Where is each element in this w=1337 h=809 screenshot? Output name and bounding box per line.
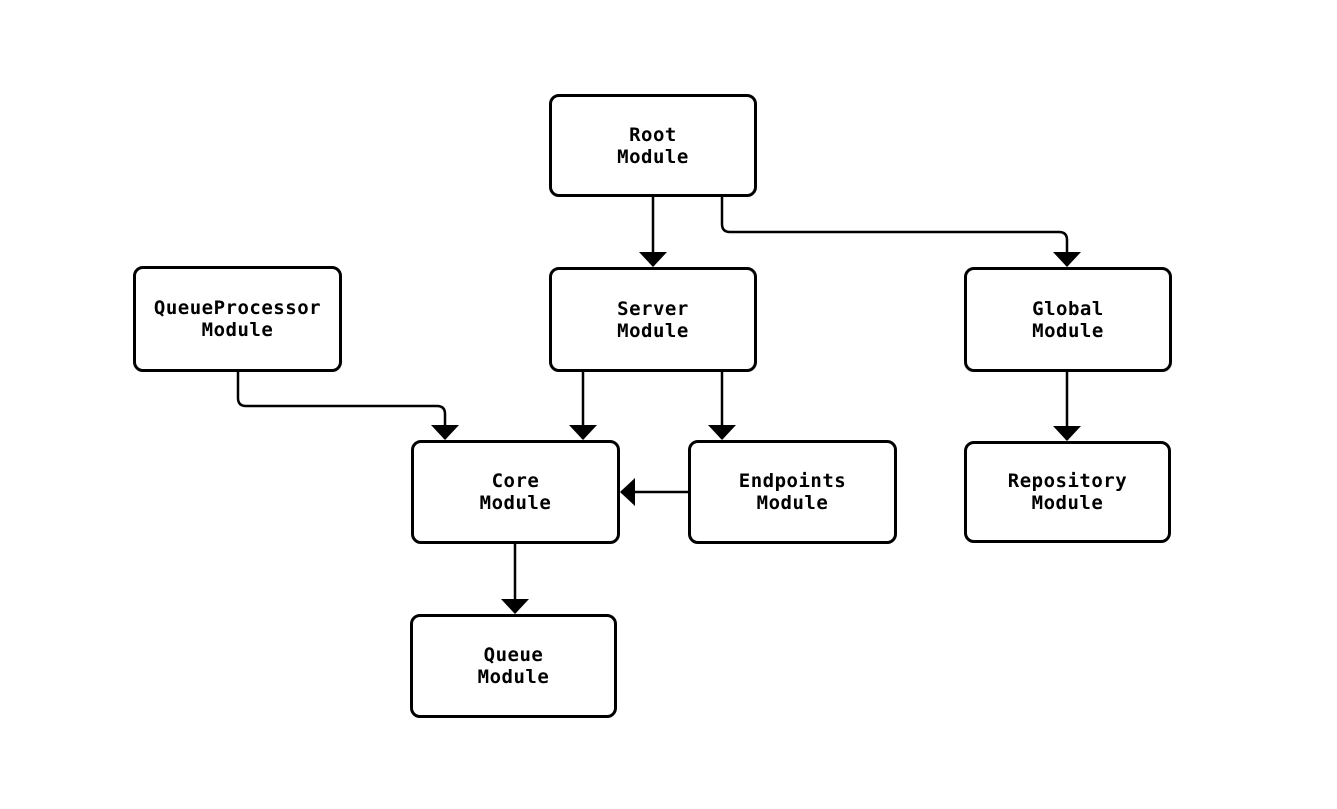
edges-group — [236, 197, 1081, 614]
node-label-queueprocessor: QueueProcessor Module — [153, 297, 322, 341]
edge-queueprocessor-to-core — [236, 372, 459, 440]
node-label-endpoints: Endpoints Module — [738, 470, 847, 514]
node-label-queue: Queue Module — [477, 644, 550, 688]
node-global: Global Module — [964, 267, 1172, 372]
edge-root-to-global — [720, 197, 1081, 267]
node-queueprocessor: QueueProcessor Module — [133, 266, 342, 372]
node-root: Root Module — [549, 94, 757, 197]
node-label-core: Core Module — [479, 470, 552, 514]
node-endpoints: Endpoints Module — [688, 440, 897, 544]
node-core: Core Module — [411, 440, 620, 544]
node-server: Server Module — [549, 267, 757, 372]
node-label-repository: Repository Module — [1007, 470, 1128, 514]
node-repository: Repository Module — [964, 441, 1171, 543]
node-label-global: Global Module — [1032, 297, 1104, 342]
node-label-server: Server Module — [617, 297, 689, 342]
node-label-root: Root Module — [617, 123, 689, 168]
node-queue: Queue Module — [410, 614, 617, 718]
